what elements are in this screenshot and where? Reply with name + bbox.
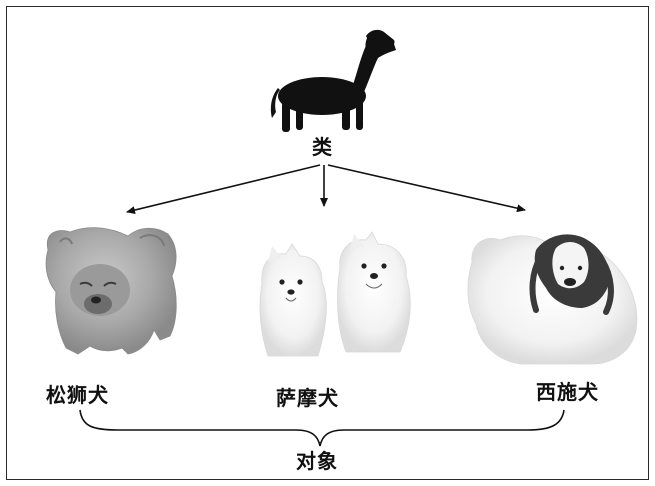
samoyed-photo	[259, 231, 411, 357]
chow-chow-photo	[45, 227, 177, 355]
arrow-to-left	[126, 164, 321, 214]
object-group-label: 对象	[296, 449, 338, 473]
shih-tzu-photo	[467, 234, 638, 365]
instance-label-samoyed: 萨摩犬	[276, 386, 339, 410]
instance-label-chow-chow: 松狮犬	[46, 383, 109, 407]
class-label: 类	[312, 135, 333, 159]
connector-arrows	[126, 164, 526, 214]
dog-silhouette-icon	[270, 29, 396, 132]
object-group-brace	[79, 409, 565, 447]
instance-label-shih-tzu: 西施犬	[536, 380, 599, 404]
arrow-to-right	[327, 164, 526, 213]
